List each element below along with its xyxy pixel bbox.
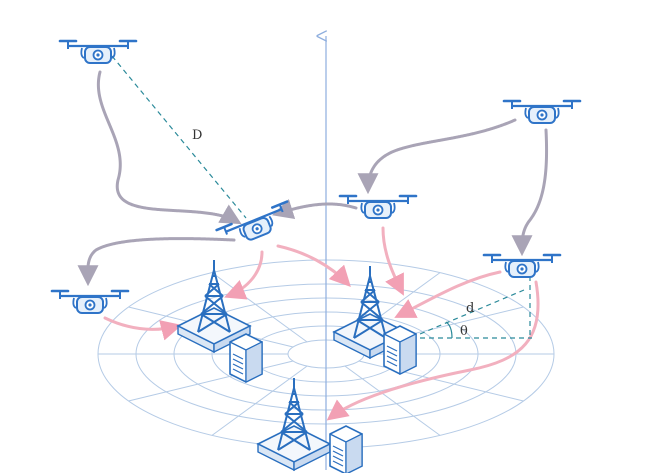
server-left [229, 333, 263, 383]
measurement-lines [111, 55, 532, 339]
distance-D-line [111, 55, 247, 219]
flow-drone3-to-drone2 [271, 198, 358, 220]
flow-drone6-to-tower-bottom [326, 280, 540, 421]
drone-1 [58, 39, 138, 65]
flow-drone2-to-tower-right [276, 244, 351, 288]
drone-2 [215, 200, 297, 252]
flow-drone5-to-tower-left [103, 316, 183, 341]
server-bottom [329, 425, 363, 473]
label-d: d [466, 301, 474, 316]
grid-spoke [128, 360, 294, 402]
flow-drone4-to-drone6 [511, 128, 549, 257]
grid-spoke [358, 360, 524, 402]
flow-drone2-to-tower-left [224, 250, 264, 300]
label-D: D [192, 128, 202, 143]
flow-drone4-to-drone3 [357, 118, 517, 195]
angle-theta-arc [445, 321, 453, 339]
flow-drone2-to-drone5 [77, 237, 236, 287]
distance-d-line [419, 289, 525, 335]
drone-5 [50, 289, 130, 315]
uav-offload-flows [103, 226, 540, 421]
server-right [383, 325, 417, 375]
label-theta: θ [460, 324, 468, 339]
flow-drone6-to-tower-right [394, 270, 502, 318]
flow-drone1-to-drone2 [96, 70, 242, 225]
grid-spoke [344, 365, 441, 436]
flow-drone3-to-tower-right [381, 226, 404, 296]
grid-spoke [211, 365, 308, 436]
uav-relay-flows [77, 70, 549, 287]
